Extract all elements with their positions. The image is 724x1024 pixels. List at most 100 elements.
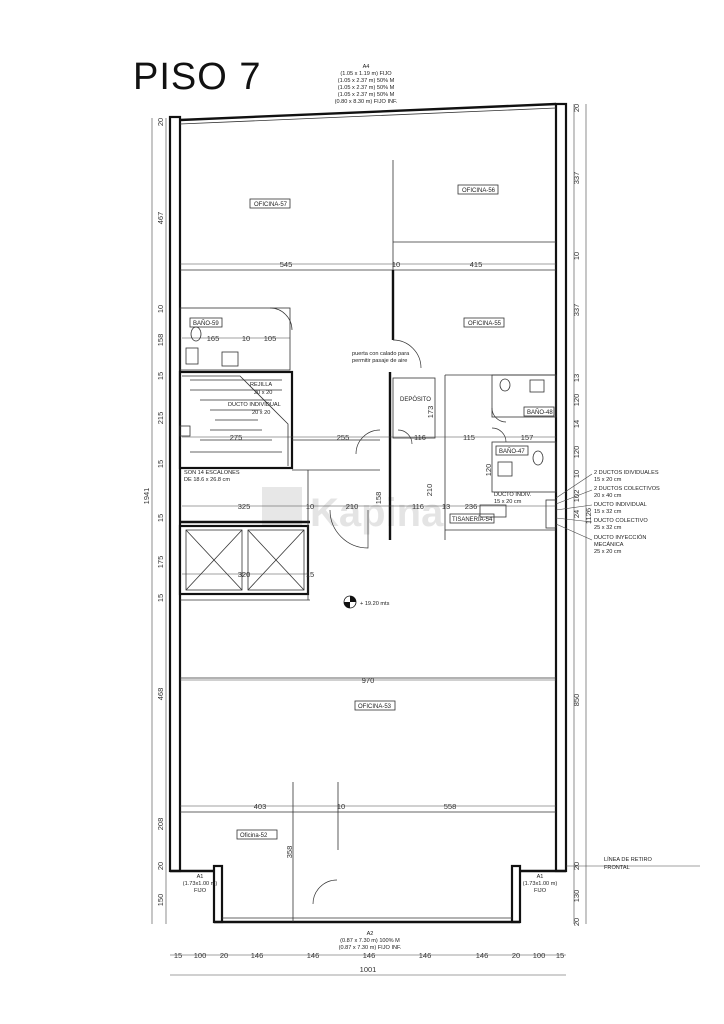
dim-10a: 10	[392, 260, 400, 269]
left-chain-label-8: 15	[156, 514, 165, 522]
watermark-text: Kapina	[310, 491, 444, 535]
right-chain-label-9: 102	[572, 490, 581, 503]
bottom-chain-label-5: 146	[363, 951, 376, 960]
door-corridor-top	[355, 429, 381, 455]
right-chain-label-12: 850	[572, 694, 581, 707]
right-chain-label-10: 24	[572, 510, 581, 518]
dim-total: 1001	[360, 965, 377, 974]
dim-116b: 116	[412, 502, 424, 511]
room-oficina55: OFICINA-55	[468, 321, 502, 327]
dim-403: 403	[254, 802, 267, 811]
room-tisaneria: TISANERÍA-54	[452, 516, 493, 523]
left-chain-label-6: 15	[156, 460, 165, 468]
window-a1-right-0: A1	[537, 874, 544, 880]
note-rejilla-1: REJILLA	[250, 382, 272, 388]
left-chain-label-0: 20	[156, 118, 165, 126]
window-a4-5: (0.80 x 8.30 m) FIJO INF.	[335, 99, 398, 105]
note-puerta-2: permitir pasaje de aire	[352, 358, 407, 364]
elevator-1-x2	[185, 529, 243, 591]
elevator-2-x2	[247, 529, 305, 591]
toilet-bano47	[532, 450, 544, 466]
right-chain-label-14: 130	[572, 890, 581, 903]
stairs	[179, 375, 289, 466]
legend-3-b: 15 x 32 cm	[594, 509, 622, 515]
dim-10b: 10	[242, 334, 250, 343]
label-box-oficina55	[463, 317, 505, 328]
linea-retiro-2: FRONTAL	[604, 865, 630, 871]
counter-tisaneria	[479, 504, 507, 518]
dim-210b: 210	[346, 502, 359, 511]
left-chain-label-10: 15	[156, 594, 165, 602]
window-a1-right-1: (1.73x1.00 m)	[523, 881, 558, 887]
right-chain-label-11: 1126	[584, 508, 593, 524]
stair-path	[182, 375, 289, 466]
right-chain-label-2: 10	[572, 252, 581, 260]
linea-retiro: LÍNEA DE RETIRO FRONTAL	[566, 856, 700, 871]
toilet-bano59	[190, 326, 202, 342]
ducts-legend: 2 DUCTOS IDIVIDUALES 15 x 20 cm 2 DUCTOS…	[555, 470, 660, 555]
legend-2-a: 2 DUCTOS COLECTIVOS	[594, 486, 660, 492]
elevators	[185, 529, 305, 591]
window-a1-right-2: FIJO	[534, 888, 547, 894]
left-chain-label-13: 20	[156, 862, 165, 870]
dim-545: 545	[280, 260, 293, 269]
bano59-walls	[179, 307, 291, 371]
dim-558: 558	[444, 802, 457, 811]
left-chain-label-5: 215	[156, 412, 165, 425]
note-puerta-1: puerta con calado para	[352, 351, 410, 357]
bottom-chain-label-2: 20	[220, 951, 228, 960]
dim-275: 275	[230, 433, 243, 442]
dim-10c: 10	[306, 502, 314, 511]
note-escalones-1: SON 14 ESCALONES	[184, 470, 240, 476]
watermark: Kapina	[262, 487, 444, 535]
window-a2-2: (0.87 x 7.30 m) FIJO INF.	[339, 945, 402, 951]
bottom-chain-label-3: 146	[251, 951, 264, 960]
linea-retiro-1: LÍNEA DE RETIRO	[604, 856, 653, 863]
bottom-chain-label-0: 15	[174, 951, 182, 960]
elevator-core	[178, 524, 310, 596]
note-rejilla-2: 20 x 20	[254, 390, 272, 396]
left-chain-label-2: 10	[156, 305, 165, 313]
right-chain-label-6: 14	[572, 420, 581, 428]
note-ducto-ind-left-2: 20 x 20	[252, 410, 270, 416]
window-a4-3: (1.05 x 2.37 m) 50% M	[338, 85, 395, 91]
left-chain-label-4: 15	[156, 372, 165, 380]
dim-165: 165	[207, 334, 220, 343]
page-title: PISO 7	[133, 56, 262, 98]
room-oficina52: Oficina-52	[240, 833, 268, 839]
fixtures	[185, 326, 557, 529]
top-facade	[179, 102, 557, 122]
bottom-chain-label-1: 100	[194, 951, 207, 960]
bottom-chain-label-8: 20	[512, 951, 520, 960]
right-chain-label-0: 20	[572, 104, 581, 112]
legend-4-a: DUCTO COLECTIVO	[594, 518, 648, 524]
room-bano59: BAÑO-59	[193, 320, 219, 327]
dim-415: 415	[470, 260, 483, 269]
window-a1-left-2: FIJO	[194, 888, 207, 894]
dim-158: 158	[374, 492, 383, 505]
legend-5-b: MECÁNICA	[594, 541, 624, 548]
notes: REJILLA 20 x 20 DUCTO INDIVIDUAL 20 x 20…	[184, 351, 532, 505]
dim-105: 105	[264, 334, 277, 343]
door-bano59	[269, 307, 293, 331]
window-a4-1: (1.05 x 1.19 m) FIJO	[340, 71, 392, 77]
left-chain-label-12: 208	[156, 818, 165, 831]
legend-5-a: DUCTO INYECCIÓN	[594, 534, 646, 541]
dim-358: 358	[285, 846, 294, 859]
bottom-chain-label-4: 146	[307, 951, 320, 960]
bottom-chain-label-6: 146	[419, 951, 432, 960]
dim-325: 325	[238, 502, 251, 511]
level-text: + 19.20 mts	[360, 601, 390, 607]
dim-15: 15	[306, 570, 314, 579]
label-box-oficina53	[354, 700, 396, 711]
dim-115: 115	[463, 433, 475, 442]
level-marker: + 19.20 mts	[343, 595, 390, 609]
doors	[269, 307, 507, 905]
right-chain-label-13: 20	[572, 862, 581, 870]
top-facade-inner	[179, 107, 557, 125]
dim-970: 970	[362, 676, 375, 685]
label-box-bano59	[189, 317, 223, 328]
note-ducto-ind-right-2: 15 x 20 cm	[494, 499, 522, 505]
